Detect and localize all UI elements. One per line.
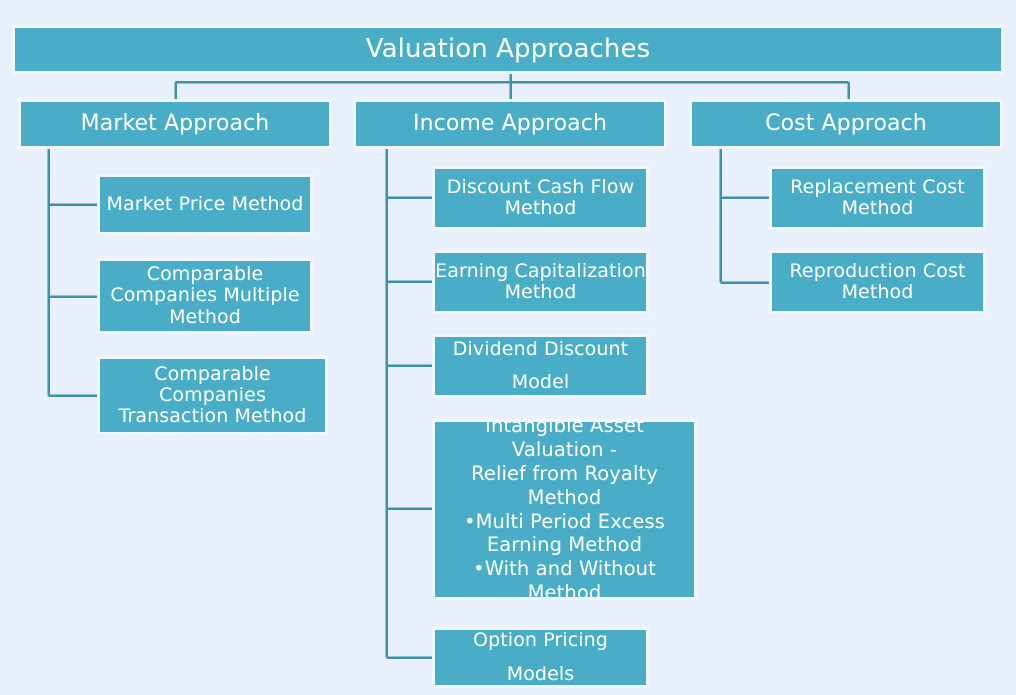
node-income-approach[interactable]: Income Approach	[353, 99, 667, 149]
node-label: Income Approach	[413, 110, 607, 136]
node-valuation-approaches[interactable]: Valuation Approaches	[12, 25, 1004, 74]
node-label: Comparable Companies Multiple Method	[110, 263, 300, 328]
node-replacement-cost-method[interactable]: Replacement Cost Method	[769, 166, 986, 230]
node-discount-cash-flow-method[interactable]: Discount Cash Flow Method	[432, 166, 649, 230]
node-label: Intangible Asset Valuation - Relief from…	[464, 419, 665, 600]
node-label: Earning Capitalization Method	[435, 259, 646, 303]
node-label: Discount Cash Flow Method	[446, 175, 635, 219]
node-comparable-companies-transaction-method[interactable]: Comparable Companies Transaction Method	[97, 356, 328, 435]
node-comparable-companies-multiple-method[interactable]: Comparable Companies Multiple Method	[97, 258, 313, 334]
node-label: Comparable Companies Transaction Method	[118, 362, 307, 428]
node-label: Replacement Cost Method	[790, 175, 965, 219]
node-label: Valuation Approaches	[365, 33, 651, 64]
node-market-price-method[interactable]: Market Price Method	[97, 174, 313, 235]
node-label: Option Pricing Models	[473, 629, 608, 685]
node-intangible-asset-valuation[interactable]: Intangible Asset Valuation - Relief from…	[432, 419, 697, 600]
node-label: Market Approach	[80, 110, 270, 136]
node-label: Market Price Method	[106, 192, 304, 215]
node-earning-capitalization-method[interactable]: Earning Capitalization Method	[432, 250, 649, 314]
node-option-pricing-models[interactable]: Option Pricing Models	[432, 627, 649, 688]
node-label: Dividend Discount Model	[452, 337, 629, 393]
node-label: Reproduction Cost Method	[789, 259, 966, 303]
node-reproduction-cost-method[interactable]: Reproduction Cost Method	[769, 250, 986, 314]
node-cost-approach[interactable]: Cost Approach	[689, 99, 1003, 149]
node-dividend-discount-model[interactable]: Dividend Discount Model	[432, 334, 649, 398]
node-label: Cost Approach	[765, 110, 927, 136]
node-market-approach[interactable]: Market Approach	[18, 99, 332, 149]
